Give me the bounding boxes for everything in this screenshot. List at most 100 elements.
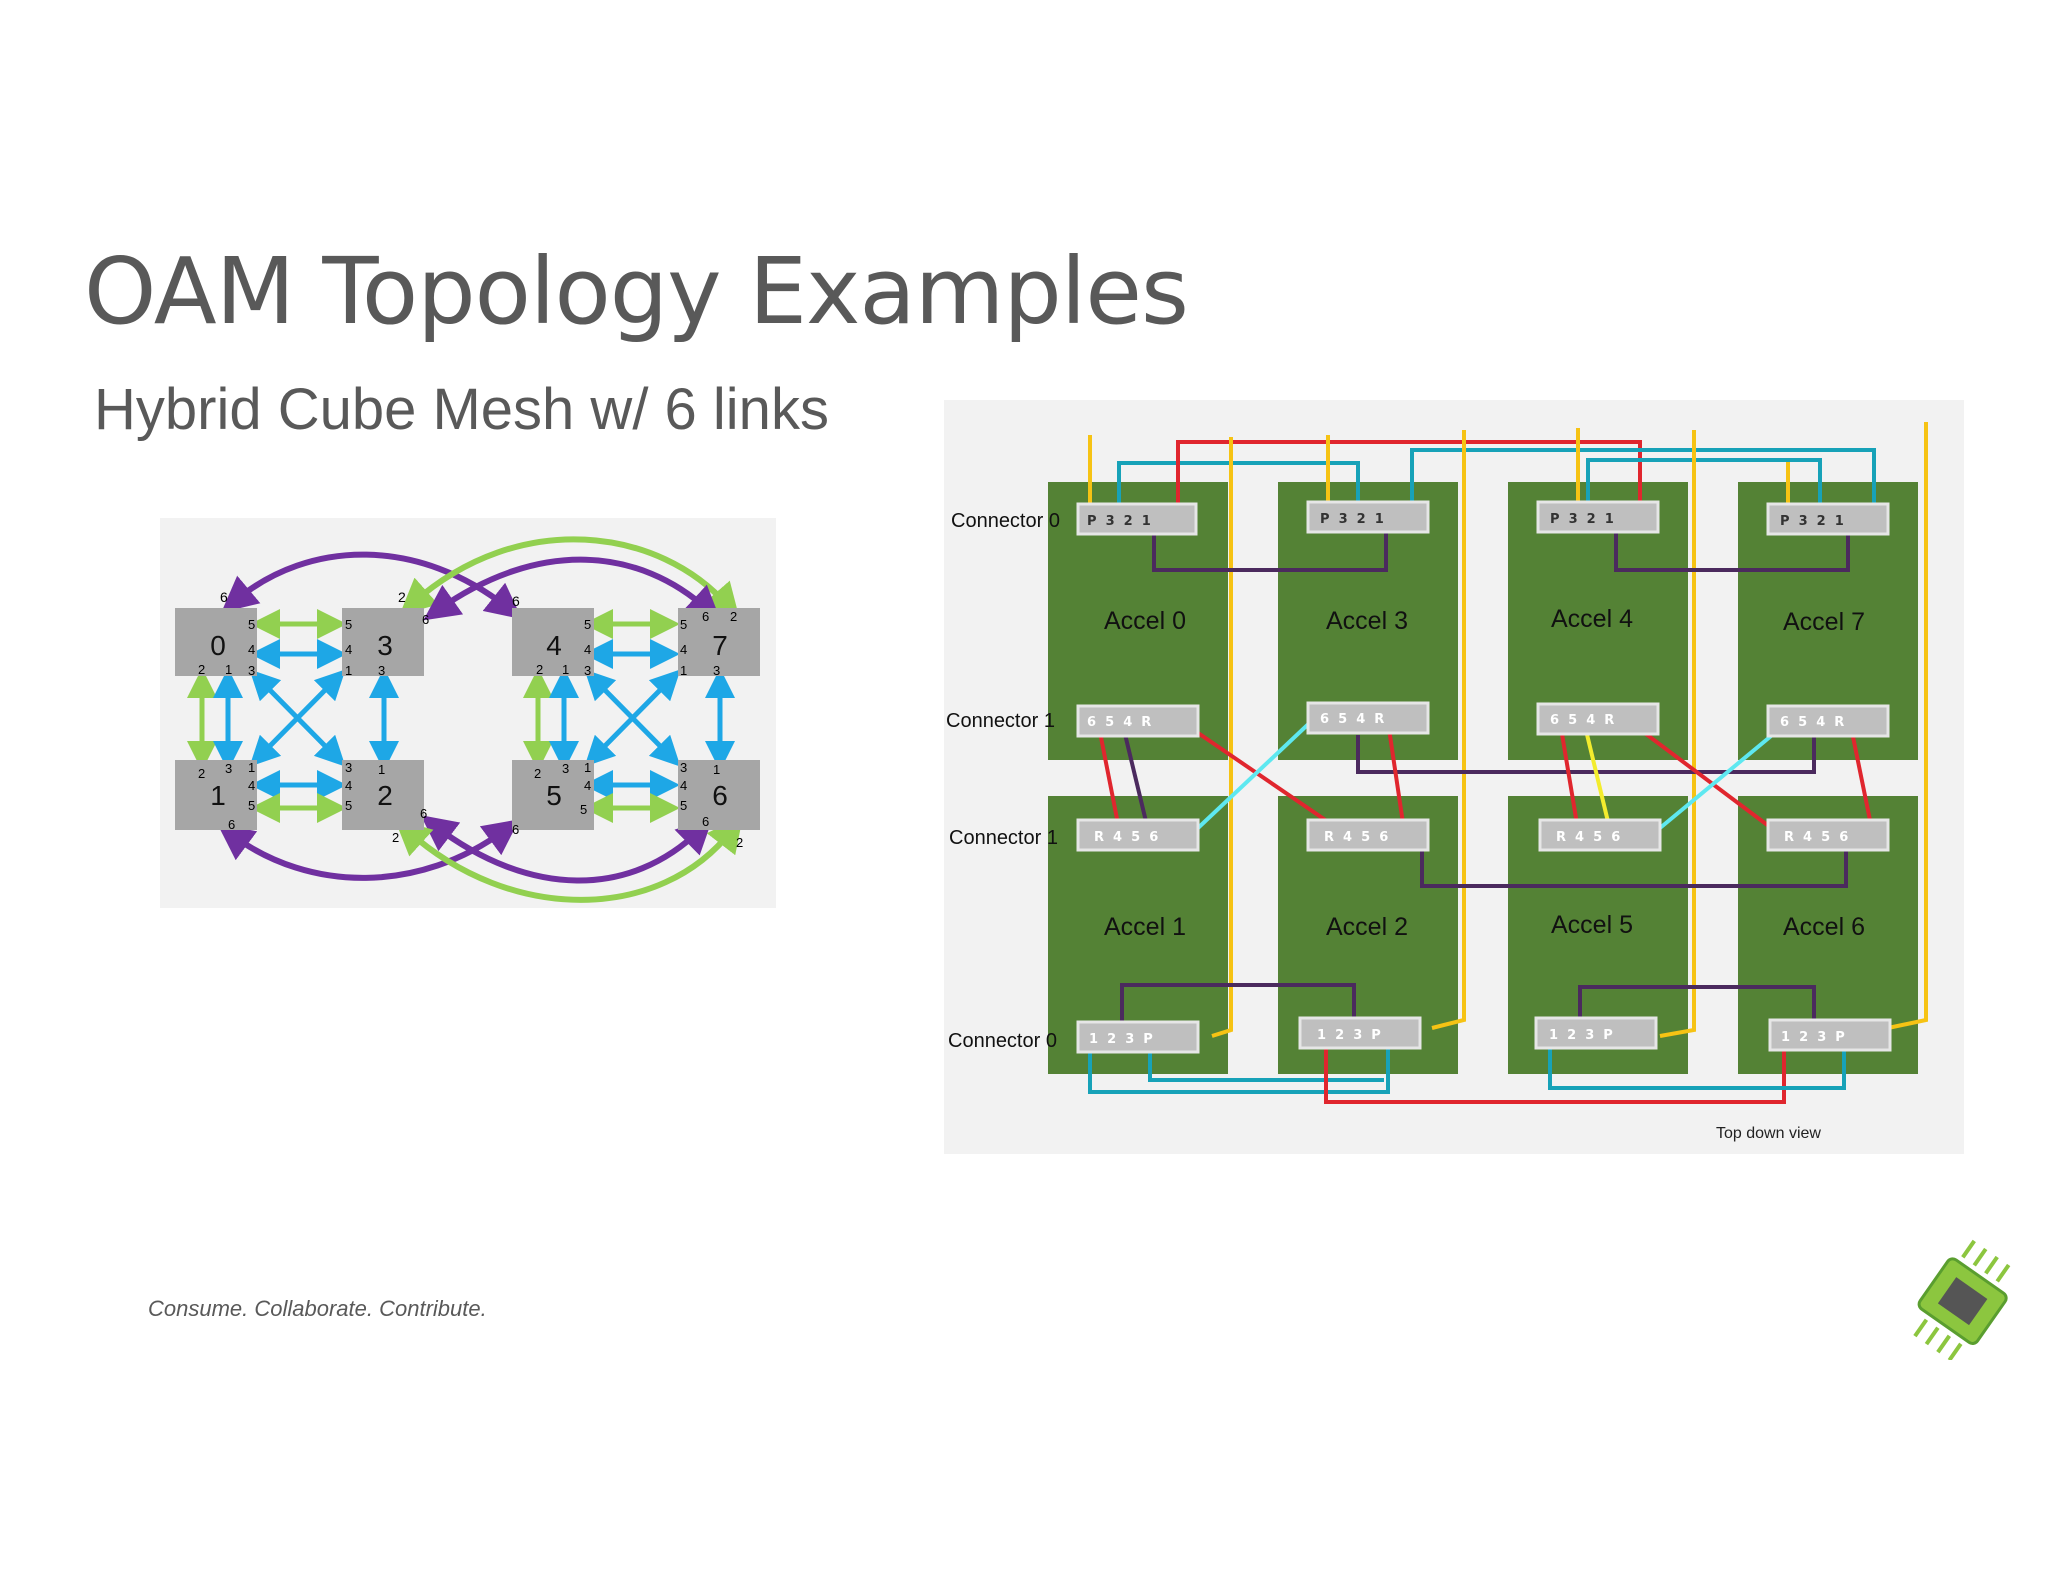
svg-text:6 5 4 R: 6 5 4 R (1550, 713, 1614, 728)
node-4: 4 6 5 4 3 2 1 (512, 593, 594, 678)
accel-0-label: Accel 0 (1104, 607, 1186, 635)
svg-text:P 3 2 1: P 3 2 1 (1780, 514, 1844, 529)
top-connector1-row: 6 5 4 R 6 5 4 R 6 5 4 R 6 5 4 R (1076, 701, 1890, 738)
bottom-connector1-row: R 4 5 6 R 4 5 6 R 4 5 6 R 4 5 6 (1076, 818, 1890, 852)
accel-1-label: Accel 1 (1104, 913, 1186, 941)
node-7: 7 6 2 5 4 1 3 (678, 608, 760, 678)
accel-6-label: Accel 6 (1783, 913, 1865, 941)
top-connector0-row: P 3 2 1 P 3 2 1 P 3 2 1 P 3 2 1 (1076, 500, 1890, 536)
accel-7-label: Accel 7 (1783, 608, 1865, 636)
svg-text:5: 5 (580, 802, 587, 817)
svg-text:3: 3 (225, 761, 232, 776)
svg-text:4: 4 (680, 778, 687, 793)
svg-text:P 3 2 1: P 3 2 1 (1320, 512, 1384, 527)
node-0: 0 6 5 4 3 2 1 (175, 589, 257, 678)
svg-text:3: 3 (680, 760, 687, 775)
svg-text:6 5 4 R: 6 5 4 R (1780, 715, 1844, 730)
svg-text:3: 3 (378, 663, 385, 678)
caption-top-down-view: Top down view (1716, 1125, 1821, 1142)
accel-2-label: Accel 2 (1326, 913, 1408, 941)
svg-text:3: 3 (345, 760, 352, 775)
svg-text:2: 2 (398, 589, 406, 605)
chip-logo-icon (1913, 1239, 2011, 1360)
svg-text:2: 2 (392, 830, 399, 845)
label-bottom-connector0: Connector 0 (948, 1030, 1057, 1052)
svg-text:5: 5 (248, 798, 255, 813)
bottom-connector0-row: 1 2 3 P 1 2 3 P 1 2 3 P 1 2 3 P (1076, 1016, 1892, 1054)
node-5: 5 2 3 1 4 5 6 (512, 760, 594, 837)
svg-text:1: 1 (248, 760, 255, 775)
svg-text:2: 2 (736, 835, 743, 850)
svg-text:0: 0 (210, 630, 226, 661)
label-top-connector0: Connector 0 (951, 510, 1060, 532)
accel-5-label: Accel 5 (1551, 911, 1633, 939)
svg-text:6: 6 (228, 817, 235, 832)
svg-text:2: 2 (377, 780, 393, 811)
physical-topology-diagram: P 3 2 1 P 3 2 1 P 3 2 1 P 3 2 1 6 5 4 R … (944, 400, 1964, 1154)
svg-text:3: 3 (562, 761, 569, 776)
svg-text:R 4 5 6: R 4 5 6 (1094, 830, 1158, 845)
svg-text:1 2 3 P: 1 2 3 P (1317, 1028, 1381, 1043)
footer-tagline: Consume. Collaborate. Contribute. (148, 1296, 487, 1321)
accel-3-label: Accel 3 (1326, 607, 1408, 635)
svg-text:2: 2 (730, 609, 737, 624)
svg-text:1: 1 (345, 663, 352, 678)
svg-text:1: 1 (225, 662, 232, 677)
svg-text:3: 3 (248, 663, 255, 678)
svg-text:2: 2 (198, 766, 205, 781)
label-bottom-connector1: Connector 1 (949, 827, 1058, 849)
svg-text:6: 6 (702, 609, 709, 624)
page-title: OAM Topology Examples (84, 238, 1189, 345)
svg-text:5: 5 (546, 780, 562, 811)
svg-text:3: 3 (713, 663, 720, 678)
svg-text:4: 4 (680, 642, 687, 657)
svg-text:6: 6 (512, 822, 519, 837)
svg-text:R 4 5 6: R 4 5 6 (1784, 830, 1848, 845)
node-2: 2 3 4 5 1 6 2 (342, 760, 427, 845)
svg-text:5: 5 (584, 617, 591, 632)
svg-text:1: 1 (210, 780, 226, 811)
svg-text:5: 5 (345, 617, 352, 632)
svg-text:6: 6 (420, 806, 427, 821)
purple-arc-top2 (423, 556, 722, 623)
svg-text:4: 4 (248, 778, 255, 793)
svg-text:1 2 3 P: 1 2 3 P (1089, 1032, 1153, 1047)
node-1: 1 2 3 1 4 5 6 (175, 760, 257, 832)
logical-topology-diagram: 0 6 5 4 3 2 1 3 2 5 4 1 3 6 4 6 5 4 3 2 … (160, 518, 776, 908)
label-top-connector1: Connector 1 (946, 710, 1055, 732)
svg-text:1 2 3 P: 1 2 3 P (1549, 1028, 1613, 1043)
svg-text:4: 4 (248, 642, 255, 657)
accel-4-label: Accel 4 (1551, 605, 1633, 633)
green-arc-top (399, 536, 740, 620)
green-arc-bottom (394, 815, 744, 903)
svg-text:6 5 4 R: 6 5 4 R (1320, 712, 1384, 727)
svg-text:R 4 5 6: R 4 5 6 (1556, 830, 1620, 845)
svg-text:2: 2 (534, 766, 541, 781)
svg-text:4: 4 (584, 642, 591, 657)
svg-text:R 4 5 6: R 4 5 6 (1324, 830, 1388, 845)
svg-text:6: 6 (422, 612, 429, 627)
svg-text:3: 3 (377, 630, 393, 661)
svg-text:4: 4 (584, 778, 591, 793)
svg-text:4: 4 (546, 630, 562, 661)
svg-text:1: 1 (562, 662, 569, 677)
page-subtitle: Hybrid Cube Mesh w/ 6 links (94, 377, 829, 442)
svg-text:P 3 2 1: P 3 2 1 (1550, 512, 1614, 527)
svg-text:2: 2 (198, 662, 205, 677)
svg-text:5: 5 (248, 617, 255, 632)
node-6: 6 3 4 5 1 6 2 (678, 760, 760, 850)
svg-text:5: 5 (680, 617, 687, 632)
svg-text:1: 1 (378, 762, 385, 777)
svg-text:7: 7 (712, 630, 728, 661)
svg-text:1: 1 (584, 760, 591, 775)
svg-text:1: 1 (680, 663, 687, 678)
svg-text:4: 4 (345, 778, 352, 793)
svg-text:6: 6 (712, 780, 728, 811)
svg-text:6 5 4 R: 6 5 4 R (1087, 715, 1151, 730)
svg-text:6: 6 (220, 589, 228, 605)
svg-text:5: 5 (680, 798, 687, 813)
svg-text:6: 6 (702, 814, 709, 829)
svg-text:1: 1 (713, 762, 720, 777)
svg-text:1 2 3 P: 1 2 3 P (1781, 1030, 1845, 1045)
